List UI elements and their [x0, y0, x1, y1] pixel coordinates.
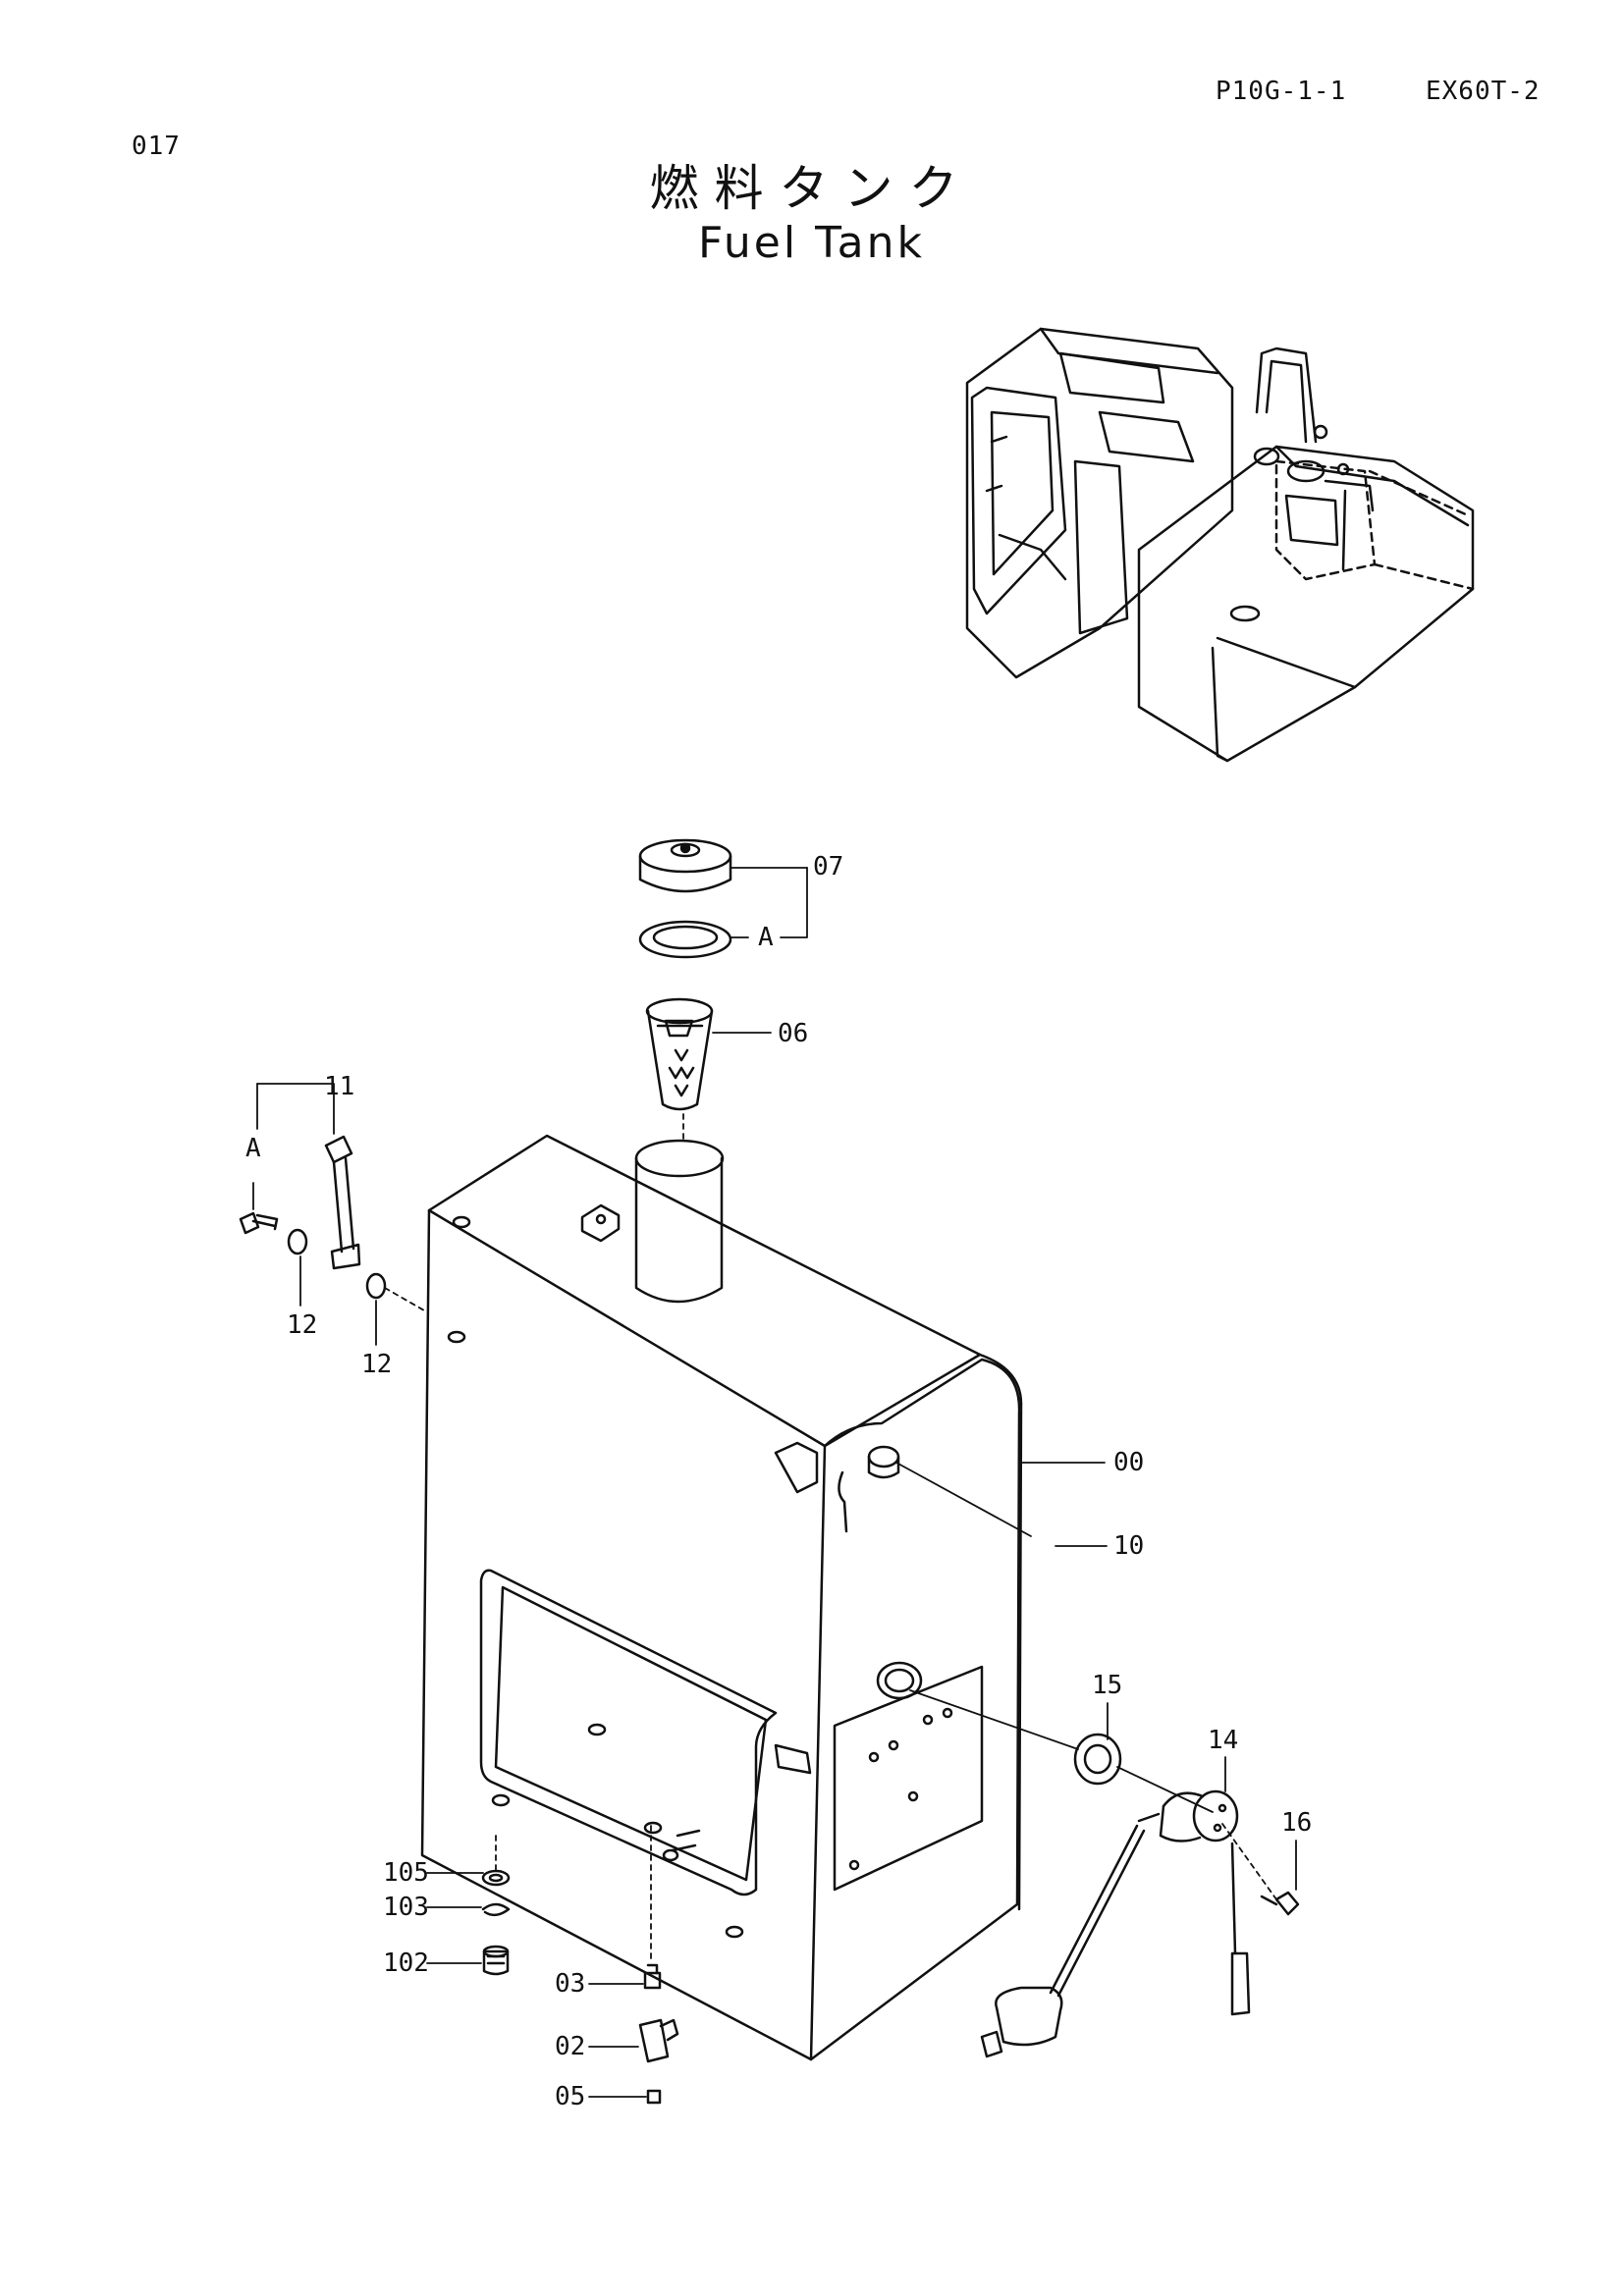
fuel-sender [980, 1733, 1300, 2058]
fuel-tank-body [420, 1134, 1023, 2061]
title-japanese: 燃料タンク [649, 160, 974, 217]
callout-06: 06 [778, 1019, 809, 1048]
callout-12-left: 12 [287, 1310, 318, 1340]
callout-12-right: 12 [361, 1350, 393, 1379]
fuel-strainer [645, 997, 714, 1111]
callout-10: 10 [1113, 1531, 1145, 1561]
leader-lines [252, 867, 1297, 2098]
level-gauge [239, 1135, 387, 1300]
callout-A-cap: A [758, 923, 774, 952]
callout-07: 07 [813, 852, 844, 881]
callout-03: 03 [555, 1969, 586, 1999]
callout-A-gauge: A [245, 1134, 261, 1163]
callout-14: 14 [1208, 1726, 1239, 1755]
callout-02: 02 [555, 2032, 586, 2061]
drain-parts [481, 1869, 679, 2105]
model-code: EX60T-2 [1426, 77, 1541, 106]
page-code: P10G-1-1 [1216, 77, 1347, 106]
callout-15: 15 [1092, 1671, 1123, 1700]
callout-103: 103 [383, 1893, 429, 1922]
callout-11: 11 [324, 1072, 355, 1101]
callout-05: 05 [555, 2082, 586, 2111]
filler-cap [638, 838, 732, 893]
title-english: Fuel Tank [698, 218, 925, 268]
page-number: 017 [132, 132, 181, 161]
callout-00: 00 [1113, 1448, 1145, 1477]
callout-16: 16 [1281, 1808, 1313, 1838]
callout-105: 105 [383, 1858, 429, 1888]
cap-gasket [638, 920, 732, 959]
excavator-illustration [965, 327, 1475, 763]
callout-102: 102 [383, 1949, 429, 1978]
